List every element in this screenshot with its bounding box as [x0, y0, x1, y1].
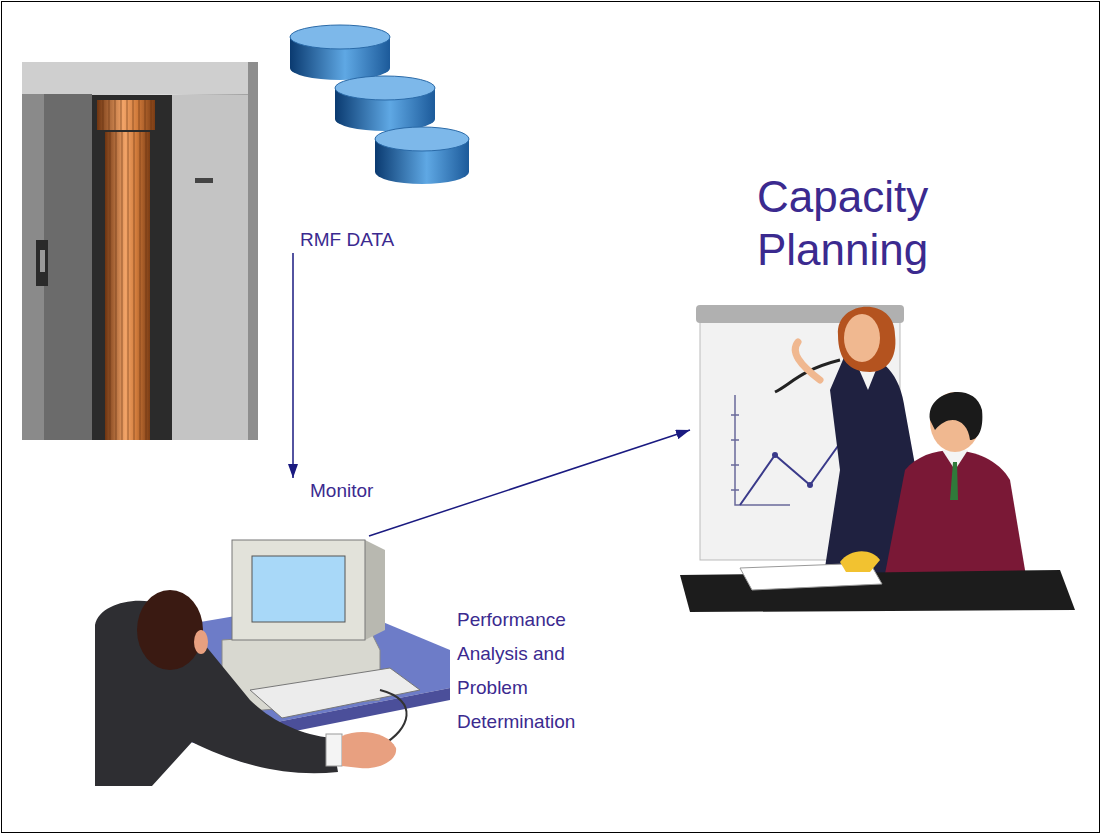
- disk-stack: [290, 25, 390, 49]
- mainframe-cabinet: [172, 95, 258, 440]
- mainframe-cabinet: [97, 100, 155, 130]
- scene-heading: Capacity Planning: [757, 170, 928, 276]
- mainframe-cabinet: [22, 94, 92, 440]
- workstation-scene: [365, 540, 385, 640]
- presentation-scene: [772, 452, 778, 458]
- presentation-scene: [795, 342, 820, 380]
- disk-stack: [375, 127, 469, 184]
- presentation-scene: [840, 551, 880, 572]
- mainframe-cabinet: [22, 62, 258, 440]
- data-label: RMF DATA: [300, 229, 395, 251]
- workstation-scene: [252, 556, 345, 622]
- presentation-scene: [740, 432, 848, 505]
- data-store-label: RMF DATA: [290, 227, 399, 253]
- workstation-scene: [232, 540, 365, 640]
- capacity-planning-scene: Capacity Planning: [690, 170, 1080, 610]
- presentation-scene: [807, 482, 813, 488]
- disk-stack: [375, 127, 469, 151]
- disk-stack: [290, 25, 390, 80]
- flow-arrow: [292, 253, 294, 478]
- flow-arrow: [369, 430, 690, 536]
- mainframe-cabinet: [92, 95, 172, 440]
- mainframe-cabinet: [22, 62, 258, 440]
- workstation-scene: [137, 590, 203, 670]
- disk-stack: [335, 76, 435, 100]
- workstation-scene: [95, 540, 450, 786]
- presentation-scene: [930, 392, 983, 440]
- mainframe-cabinet: [248, 62, 258, 440]
- workstation-scene: [342, 732, 396, 768]
- disk-stack: [290, 25, 469, 184]
- mainframe-cabinet: [36, 240, 48, 286]
- presentation-scene: [731, 395, 790, 505]
- workstation-scene: [194, 630, 208, 654]
- note-label: Performance Analysis and Problem Determi…: [457, 603, 575, 739]
- mainframe-cabinet: [103, 100, 151, 440]
- presentation-scene: [844, 314, 880, 362]
- workstation-scene: [95, 601, 338, 786]
- monitor-node: Monitor: [290, 478, 382, 536]
- monitor-label: Monitor: [310, 480, 374, 502]
- mainframe-cabinet: [22, 62, 258, 94]
- workstation-scene: [326, 734, 342, 766]
- mainframe-cabinet: [22, 94, 44, 440]
- mainframe-cabinet: [40, 250, 45, 272]
- disk-stack: [335, 76, 435, 131]
- mainframe-cabinet: [195, 178, 213, 183]
- workstation-scene: [250, 668, 420, 718]
- presentation-scene: [838, 307, 896, 372]
- presentation-scene: [950, 462, 958, 500]
- presentation-scene: [680, 305, 1075, 612]
